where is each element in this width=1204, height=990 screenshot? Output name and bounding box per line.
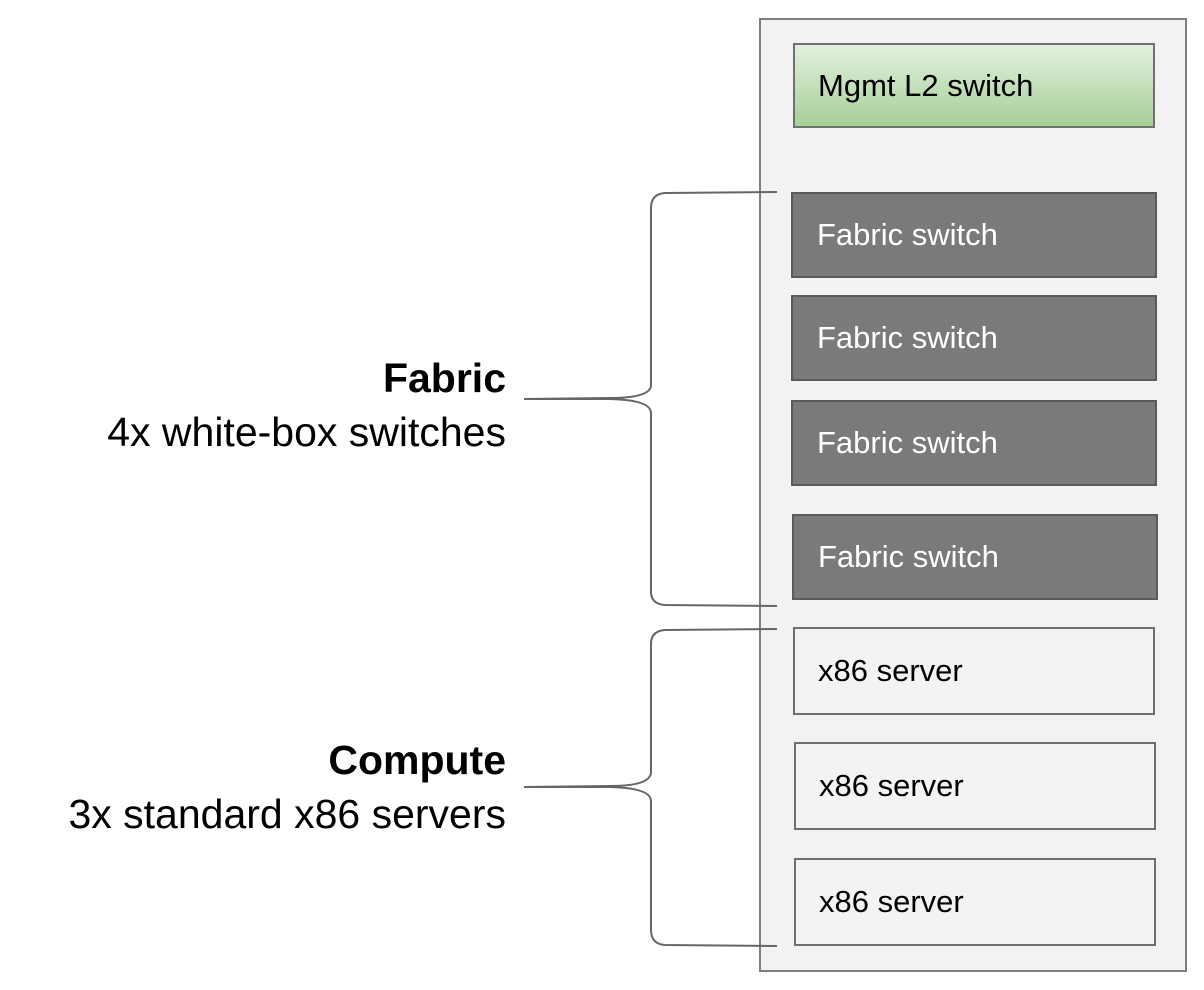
compute-group-title: Compute <box>328 737 506 783</box>
fabric-brace <box>523 191 778 607</box>
x86-server-label: x86 server <box>819 768 964 803</box>
x86-server-3: x86 server <box>794 858 1156 946</box>
fabric-switch-4: Fabric switch <box>792 514 1158 600</box>
x86-server-1: x86 server <box>793 627 1155 715</box>
x86-server-label: x86 server <box>819 884 964 919</box>
fabric-switch-label: Fabric switch <box>818 539 999 574</box>
x86-server-2: x86 server <box>794 742 1156 830</box>
fabric-switch-1: Fabric switch <box>791 192 1157 278</box>
mgmt-l2-switch-label: Mgmt L2 switch <box>818 67 1034 103</box>
fabric-switch-label: Fabric switch <box>817 217 998 252</box>
compute-group-label: Compute 3x standard x86 servers <box>68 733 506 841</box>
fabric-switch-3: Fabric switch <box>791 400 1157 486</box>
mgmt-l2-switch: Mgmt L2 switch <box>793 43 1155 128</box>
fabric-group-subtitle: 4x white-box switches <box>107 409 506 455</box>
compute-group-subtitle: 3x standard x86 servers <box>68 791 506 837</box>
fabric-switch-label: Fabric switch <box>817 320 998 355</box>
fabric-switch-label: Fabric switch <box>817 425 998 460</box>
x86-server-label: x86 server <box>818 653 963 688</box>
fabric-switch-2: Fabric switch <box>791 295 1157 381</box>
compute-brace <box>523 628 778 947</box>
fabric-group-title: Fabric <box>382 355 506 401</box>
fabric-group-label: Fabric 4x white-box switches <box>107 351 506 459</box>
